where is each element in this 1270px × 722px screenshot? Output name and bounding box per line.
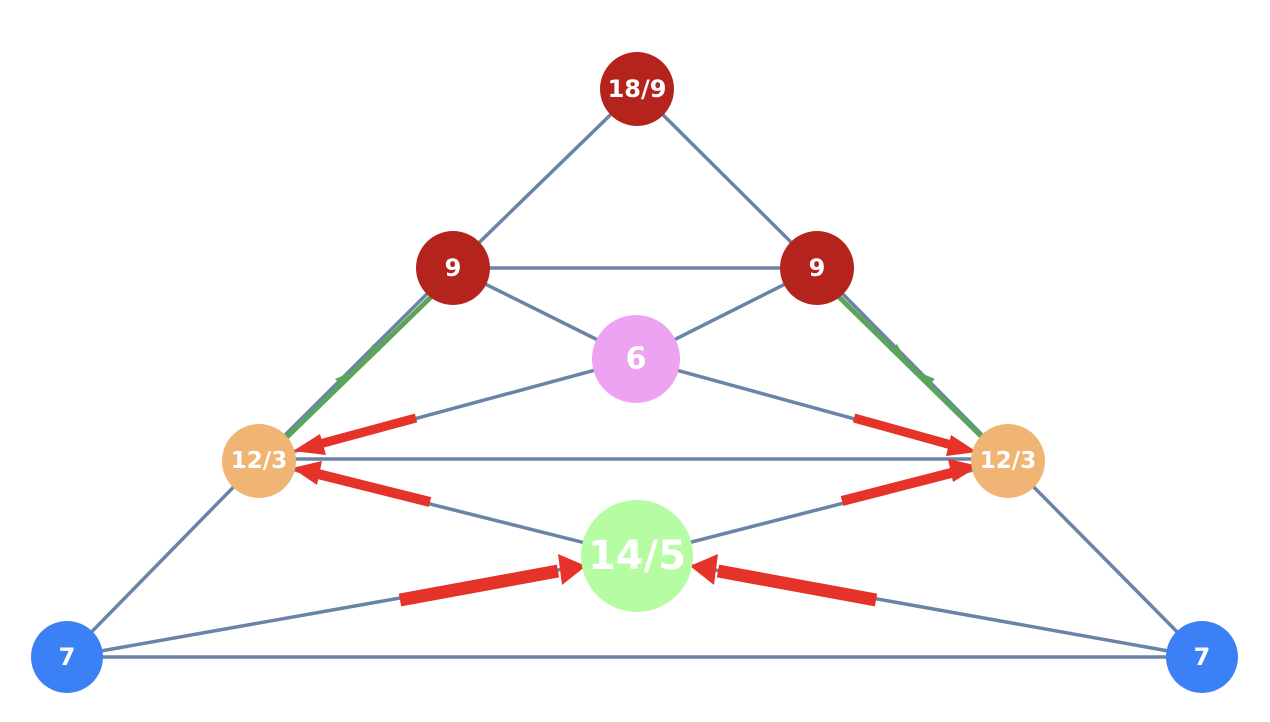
node-bottom-right-label: 7 [1194, 643, 1211, 671]
node-mid-left-circle [222, 424, 296, 498]
node-center-label: 6 [626, 342, 647, 377]
red-arrow-center-to-mid-left-shaft [314, 413, 418, 450]
green-arrowhead-right-down [890, 344, 904, 357]
node-center[interactable]: 6 [592, 315, 680, 403]
edge-top-upper-right [635, 87, 819, 270]
node-mid-left-label: 12/3 [231, 448, 287, 474]
node-top-circle [600, 52, 674, 126]
node-top-label: 18/9 [608, 75, 667, 103]
green-arrows [283, 293, 986, 441]
node-mid-right[interactable]: 12/3 [971, 424, 1045, 498]
red-arrowhead-bottom-right-to-lower [690, 554, 718, 585]
red-arrowhead-center-to-mid-left [293, 434, 326, 455]
red-arrow-center-to-mid-right-shaft [852, 413, 957, 451]
node-lower-center[interactable]: 14/5 [581, 500, 693, 612]
red-arrowhead-center-to-mid-right [946, 435, 977, 456]
node-bottom-right-circle [1166, 621, 1238, 693]
red-arrow-bottom-left-to-lower-shaft [398, 564, 560, 607]
green-arrow-left-band [283, 293, 435, 441]
node-bottom-left-label: 7 [59, 643, 76, 671]
node-top[interactable]: 18/9 [600, 52, 674, 126]
red-arrowhead-lower-to-mid-left [292, 461, 322, 485]
node-bottom-left-circle [31, 621, 103, 693]
nodes: 18/9 9 9 6 12/3 12/3 14/5 7 [31, 52, 1238, 693]
red-arrow-bottom-right-to-lower-shaft [716, 564, 878, 607]
edge-mid-left-bottom-left [65, 459, 261, 659]
green-arrowhead-left-down [366, 344, 380, 357]
edge-upper-left-mid-left [257, 266, 455, 463]
node-upper-left-label: 9 [445, 254, 462, 282]
edge-mid-right-bottom-right [1006, 459, 1204, 659]
green-arrow-right-band [835, 293, 986, 441]
node-bottom-left[interactable]: 7 [31, 621, 103, 693]
node-upper-right[interactable]: 9 [780, 231, 854, 305]
node-center-circle [592, 315, 680, 403]
red-arrowhead-bottom-left-to-lower [558, 554, 586, 585]
node-bottom-right[interactable]: 7 [1166, 621, 1238, 693]
red-arrow-lower-to-mid-right-shaft [840, 467, 957, 506]
node-mid-left[interactable]: 12/3 [222, 424, 296, 498]
node-mid-right-circle [971, 424, 1045, 498]
edge-top-upper-left [451, 87, 639, 270]
node-upper-left[interactable]: 9 [416, 231, 490, 305]
green-arrowhead-right-up [921, 373, 935, 386]
node-lower-center-label: 14/5 [588, 533, 686, 579]
node-upper-left-circle [416, 231, 490, 305]
node-mid-right-label: 12/3 [980, 448, 1036, 474]
node-upper-right-circle [780, 231, 854, 305]
green-arrowhead-left-up [335, 373, 349, 386]
red-arrow-lower-to-mid-left-shaft [316, 469, 432, 507]
node-lower-center-circle [581, 500, 693, 612]
node-upper-right-label: 9 [809, 254, 826, 282]
